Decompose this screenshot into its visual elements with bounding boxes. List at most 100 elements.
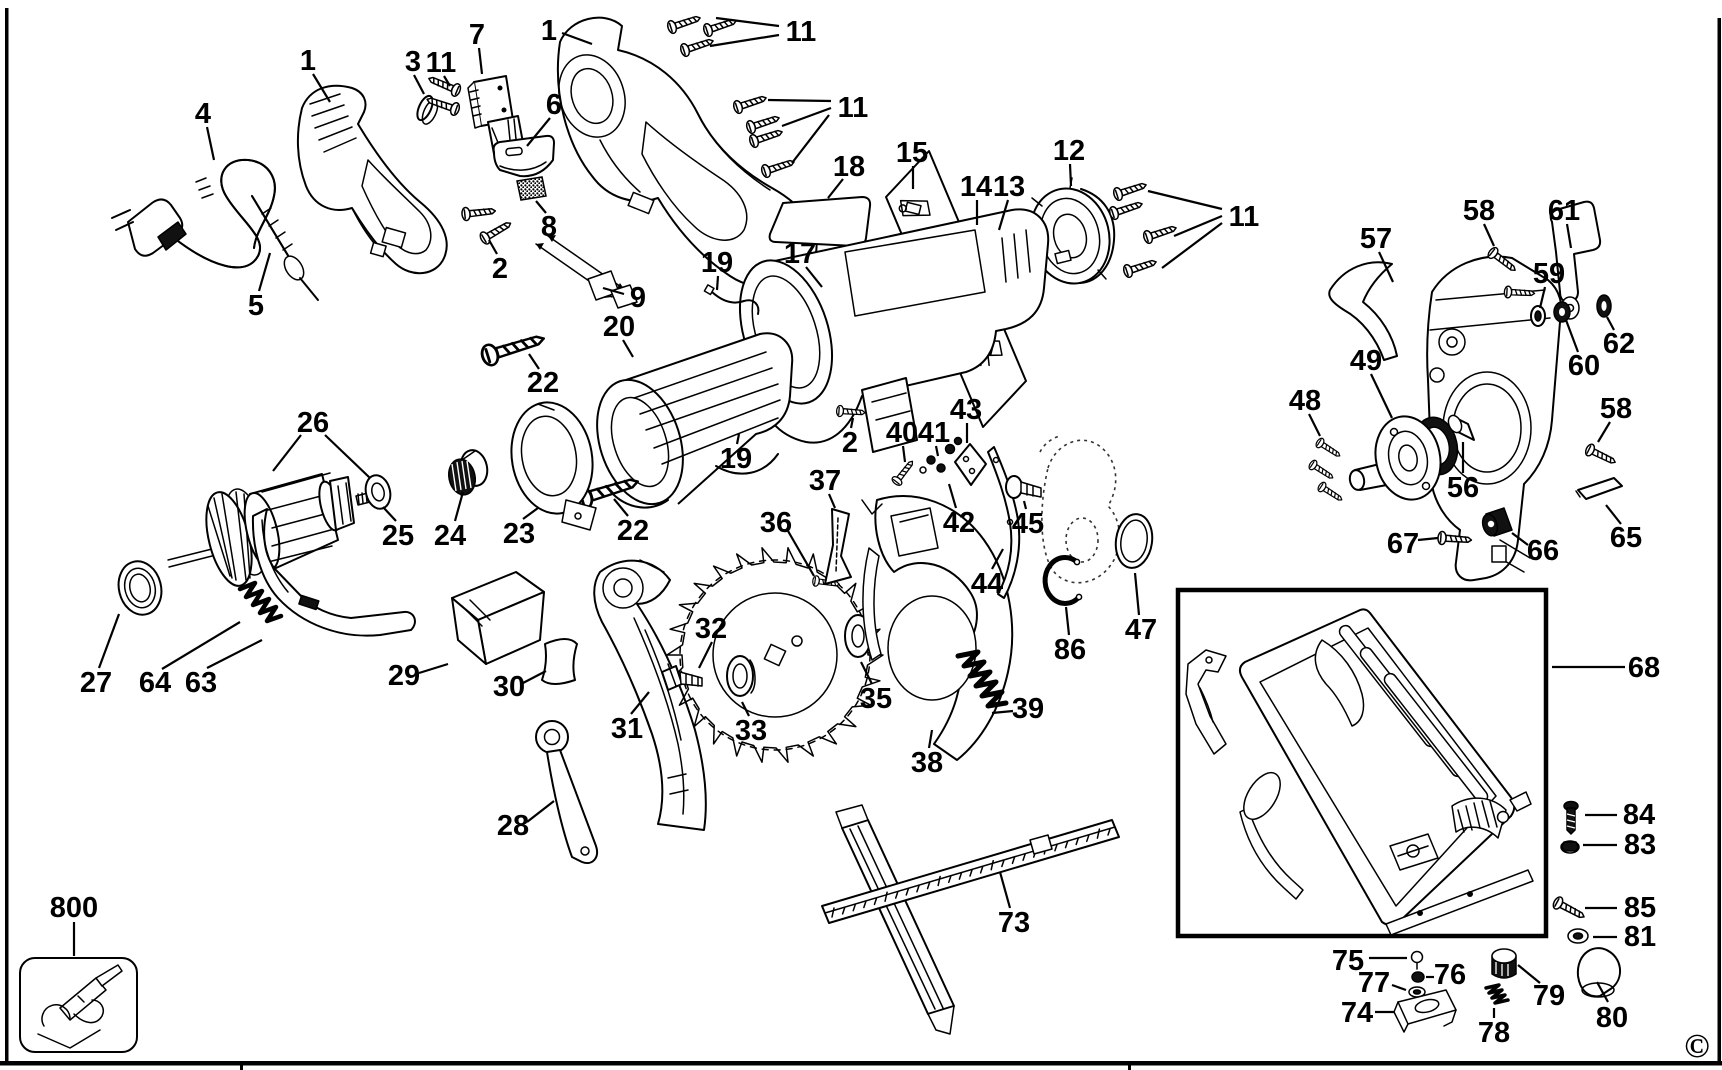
part-circlip-86 [1042, 554, 1083, 606]
copyright-symbol: © [1684, 1028, 1709, 1065]
part-number-label: 5 [248, 290, 264, 322]
leader-line [1565, 223, 1573, 249]
leader-line [1417, 536, 1439, 542]
leader-line [488, 239, 498, 255]
part-number-label: 17 [784, 238, 816, 270]
part-number-label: 4 [195, 98, 211, 130]
leader-line [1511, 532, 1529, 546]
leader-line [528, 353, 540, 370]
ruler-tick [873, 897, 878, 906]
part-number-label: 67 [1387, 528, 1419, 560]
leader-line [97, 613, 121, 669]
leader-line [1538, 286, 1547, 309]
ruler-tick [1075, 837, 1079, 846]
part-number-label: 8 [541, 211, 557, 243]
leader-line [767, 98, 832, 103]
part-number-label: 26 [297, 407, 329, 439]
part-nut-83 [1560, 840, 1580, 854]
leader-line [630, 691, 650, 715]
leader-line [1308, 413, 1321, 437]
leader-line [418, 662, 449, 675]
part-number-label: 11 [838, 92, 869, 124]
leader-line [602, 286, 625, 296]
part-spring-78 [1484, 983, 1510, 1005]
leader-line [1022, 500, 1028, 510]
ruler-tick [1022, 853, 1026, 861]
ruler-tick [852, 903, 856, 912]
part-number-label: 75 [1332, 945, 1364, 977]
part-mesh-8 [516, 176, 547, 201]
leader-line [206, 639, 263, 669]
part-number-label: 59 [1533, 258, 1565, 290]
leader-line [781, 106, 832, 128]
ruler-tick [884, 891, 888, 902]
part-number-label: 49 [1350, 345, 1382, 377]
part-gear-case [1426, 255, 1563, 582]
part-number-label: 65 [1610, 522, 1642, 554]
leader-line [257, 252, 272, 292]
part-rip-fence-73 [821, 804, 1120, 1035]
part-number-label: 14 [960, 171, 992, 203]
leader-line [1597, 421, 1611, 443]
part-spindle-49 [1348, 415, 1459, 501]
part-number-label: 47 [1125, 614, 1157, 646]
leader-line [622, 339, 634, 358]
part-number-label: 58 [1463, 195, 1495, 227]
part-bearing-25 [364, 474, 392, 510]
part-number-label: 13 [993, 171, 1025, 203]
frame-right-border [1717, 18, 1721, 1064]
part-ring-47 [1114, 513, 1154, 569]
part-wire-19a [703, 284, 760, 315]
part-number-label: 86 [1054, 634, 1086, 666]
part-bolt-32 [661, 663, 703, 691]
part-knob-80 [1576, 947, 1621, 998]
part-number-label: 15 [896, 137, 928, 169]
part-nut-60 [1553, 301, 1571, 323]
part-number-label: 32 [695, 613, 727, 645]
part-number-label: 61 [1548, 195, 1580, 227]
part-number-label: 38 [911, 747, 943, 779]
leader-line [709, 33, 780, 48]
part-number-label: 33 [735, 715, 767, 747]
leader-line [382, 506, 397, 522]
part-number-label: 25 [382, 520, 414, 552]
ruler-tick [831, 907, 835, 918]
part-number-label: 42 [943, 507, 975, 539]
part-number-label: 80 [1596, 1002, 1628, 1034]
part-number-label: 12 [1053, 135, 1085, 167]
ruler-tick [894, 891, 899, 899]
leader-line [1596, 981, 1609, 1003]
leader-line [991, 709, 1014, 715]
ruler-tick [979, 866, 984, 874]
part-number-label: 43 [950, 394, 982, 426]
part-number-label: 29 [388, 660, 420, 692]
part-number-label: 9 [630, 282, 646, 314]
part-ring-62 [1596, 294, 1612, 318]
part-cord-guard-5 [251, 195, 319, 301]
leader-line [934, 445, 940, 457]
leader-line [1564, 319, 1580, 353]
leader-line [791, 114, 830, 164]
part-number-label: 44 [971, 568, 1003, 600]
part-number-label: 11 [786, 16, 817, 48]
page-frame [0, 8, 1722, 1070]
part-number-label: 800 [50, 892, 98, 924]
leader-line [161, 621, 241, 670]
part-number-label: 22 [527, 367, 559, 399]
part-number-label: 31 [611, 713, 643, 745]
leader-line [413, 74, 425, 95]
leader-line [901, 445, 907, 463]
ruler-tick [841, 907, 846, 915]
part-number-label: 23 [503, 518, 535, 550]
part-nut-76 [1411, 971, 1425, 983]
part-number-label: 48 [1289, 385, 1321, 417]
part-number-label: 18 [833, 151, 865, 183]
part-sheet-30 [541, 638, 578, 685]
part-ball-75 [1410, 950, 1424, 970]
part-wrench-28 [535, 720, 598, 864]
leader-line [827, 178, 844, 199]
frame-bottom-border [0, 1061, 1722, 1066]
part-leaf-spring-44 [987, 446, 1021, 599]
part-stator-20 [596, 332, 794, 509]
